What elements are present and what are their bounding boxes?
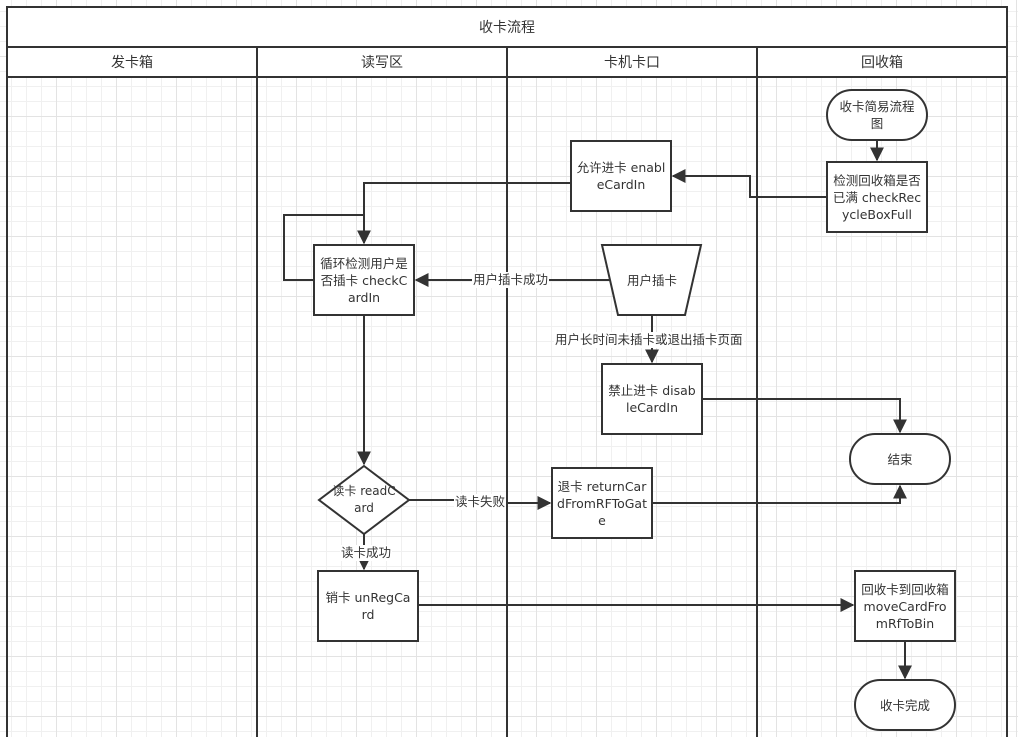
lane-title-card-issuer: 发卡箱 bbox=[8, 48, 256, 76]
edge-check-full-to-enable-in bbox=[671, 169, 827, 198]
user-insert-shape[interactable] bbox=[600, 244, 703, 316]
end-terminator-shape[interactable] bbox=[849, 433, 951, 485]
check-in-shape[interactable] bbox=[313, 244, 415, 316]
lane-title-recycle-bin: 回收箱 bbox=[758, 48, 1006, 76]
edge-label-read-fail: 读卡失败 bbox=[454, 494, 507, 510]
move-bin-node-label: 回收卡到回收箱 moveCardFromRfToBin bbox=[861, 581, 949, 631]
disable-in-node-label: 禁止进卡 disableCardIn bbox=[608, 383, 696, 415]
check-full-shape[interactable] bbox=[826, 161, 928, 233]
move-bin-shape[interactable] bbox=[854, 570, 956, 642]
edge-label-read-success: 读卡成功 bbox=[340, 545, 393, 561]
end-node-label: 结束 bbox=[887, 451, 913, 467]
done-terminator-shape[interactable] bbox=[854, 679, 956, 731]
user-insert-node-label: 用户插卡 bbox=[626, 272, 677, 288]
edge-check-in-loop bbox=[283, 214, 364, 281]
check-in-node-label: 循环检测用户是否插卡 checkCardIn bbox=[320, 255, 408, 305]
edge-return-card-to-end bbox=[652, 484, 907, 504]
check-full-node-label: 检测回收箱是否已满 checkRecycleBoxFull bbox=[832, 172, 922, 222]
enable-in-shape[interactable] bbox=[570, 140, 672, 212]
lane-title-read-write-area: 读写区 bbox=[258, 48, 506, 76]
unreg-node-label: 销卡 unRegCard bbox=[325, 590, 411, 622]
done-node-label: 收卡完成 bbox=[879, 697, 930, 713]
return-card-node-label: 退卡 returnCardFromRFToGate bbox=[557, 478, 647, 528]
start-node-label: 收卡简易流程图 bbox=[839, 99, 915, 131]
edge-label-insert-success: 用户插卡成功 bbox=[472, 272, 550, 288]
edge-disable-in-to-end bbox=[702, 398, 907, 434]
edge-enable-in-to-check-in bbox=[357, 182, 571, 245]
unreg-shape[interactable] bbox=[317, 570, 419, 642]
lane-title-card-slot: 卡机卡口 bbox=[508, 48, 756, 76]
pool-title: 收卡流程 bbox=[8, 8, 1006, 46]
enable-in-node-label: 允许进卡 enableCardIn bbox=[576, 160, 666, 192]
read-card-node-label: 读卡 readCard bbox=[332, 484, 396, 515]
edge-label-timeout-exit: 用户长时间未插卡或退出插卡页面 bbox=[554, 332, 744, 348]
